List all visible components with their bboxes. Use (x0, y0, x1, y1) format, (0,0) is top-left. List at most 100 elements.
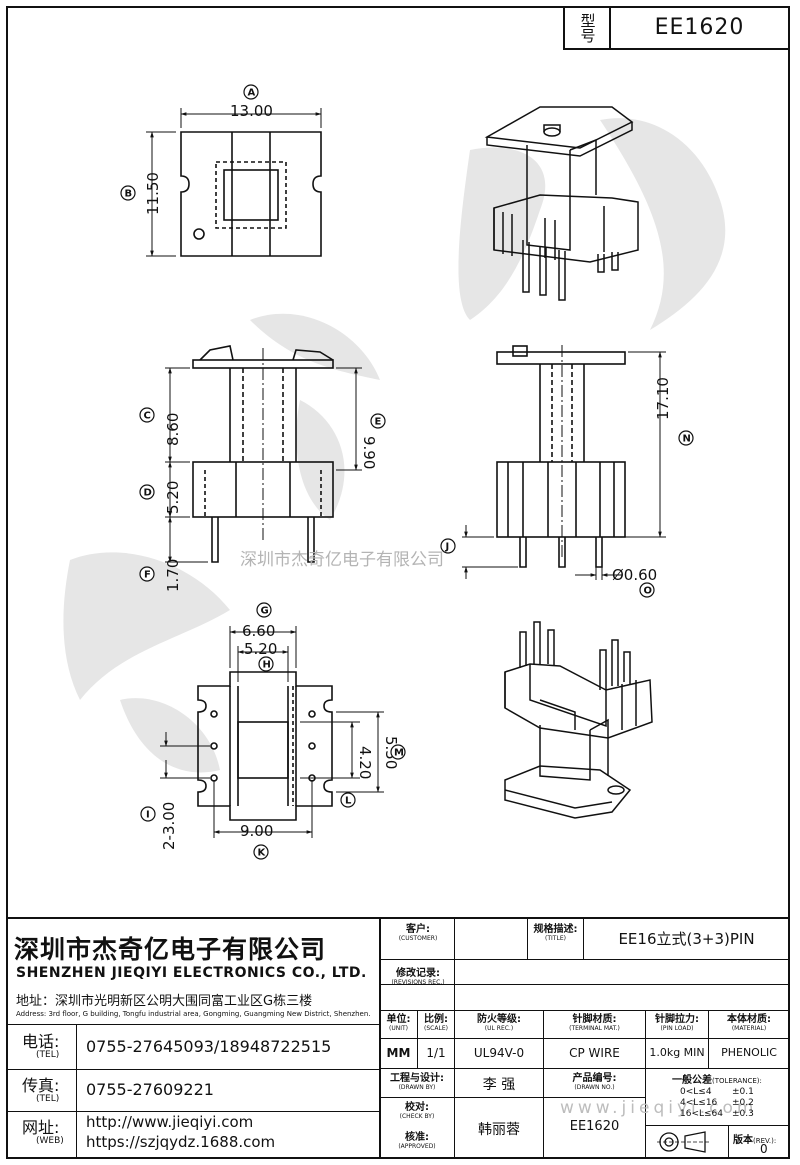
tel-value: 0755-27645093/18948722515 (86, 1037, 332, 1056)
tb-line-r3 (379, 1010, 790, 1011)
tb-v-rev (454, 959, 455, 1010)
model-header: 型号 EE1620 (563, 8, 788, 50)
material-header: 本体材质: (MATERIAL) (727, 1014, 771, 1032)
fax-value: 0755-27609221 (86, 1080, 214, 1099)
marker-e-circle (370, 413, 386, 429)
tb-line-left-3 (6, 1111, 379, 1112)
unit-header: 单位: (UNIT) (386, 1014, 411, 1032)
tb-line-tol (645, 1125, 790, 1126)
marker-i: I (146, 810, 150, 821)
drawn-no-value: EE1620 (569, 1119, 620, 1134)
rev-value: 0 (760, 1142, 768, 1156)
tb-v-title (583, 917, 584, 959)
approved-header: 核准: (APPROVED) (398, 1132, 436, 1150)
pinload-header: 针脚拉力: (PIN LOAD) (655, 1014, 699, 1032)
marker-b-circle (120, 185, 136, 201)
text-watermark: 深圳市杰奇亿电子有限公司 (240, 550, 444, 570)
marker-b: B (125, 189, 133, 200)
dim-i: 2-3.00 (160, 802, 178, 850)
web-label-en: (WEB) (36, 1136, 64, 1146)
customer-header: 客户: (CUSTOMER) (398, 924, 438, 942)
marker-m-circle (390, 744, 406, 760)
tb-line-left-2 (6, 1069, 379, 1070)
marker-f: F (144, 570, 151, 581)
address-cn: 地址：深圳市光明新区公明大围同富工业区G栋三楼 (16, 994, 313, 1009)
marker-o-circle (639, 582, 655, 598)
material-value: PHENOLIC (721, 1046, 777, 1059)
tel-label: 电话: (22, 1032, 60, 1051)
top-view (146, 108, 322, 257)
marker-n-circle (678, 430, 694, 446)
dim-d: 5.20 (164, 481, 182, 514)
drawn-header: 工程与设计: (DRAWN BY) (390, 1073, 444, 1091)
tb-line-r2 (379, 984, 790, 985)
dim-h: 5.20 (244, 640, 277, 658)
tb-line-r1 (379, 959, 790, 960)
ul-header: 防火等级: (UL REC.) (477, 1014, 521, 1032)
dim-a: 13.00 (230, 102, 273, 120)
marker-e: E (375, 417, 382, 428)
iso-view-top (484, 106, 639, 301)
marker-l: L (345, 796, 352, 807)
company-name-cn: 深圳市杰奇亿电子有限公司 (14, 935, 327, 964)
dim-l: 4.20 (356, 746, 374, 779)
terminal-header: 针脚材质: (TERMINAL MAT.) (569, 1014, 620, 1032)
marker-a: A (248, 88, 256, 99)
tb-v-2 (454, 1010, 455, 1159)
tolerance-table: 0<L≤4±0.1 4<L≤16±0.2 16<L≤64±0.3 (680, 1087, 754, 1120)
marker-g-circle (256, 602, 272, 618)
dim-k: 9.00 (240, 822, 273, 840)
fax-label: 传真: (22, 1076, 60, 1095)
marker-i-circle (140, 806, 156, 822)
unit-value: MM (386, 1046, 411, 1060)
approved-value: 韩丽蓉 (478, 1122, 520, 1138)
title-value: EE16立式(3+3)PIN (618, 930, 755, 948)
dim-f: 1.70 (164, 559, 182, 592)
tb-v-3 (543, 1010, 544, 1159)
marker-c: C (144, 411, 151, 422)
marker-n: N (683, 434, 691, 445)
tb-v-1 (417, 1010, 418, 1068)
tolerance-row: 4<L≤16±0.2 (680, 1098, 754, 1108)
tolerance-header: 一般公差(TOLERANCE): (672, 1075, 762, 1086)
tb-v-5 (708, 1010, 709, 1068)
marker-k: K (258, 848, 267, 859)
bottom-view (160, 626, 384, 838)
dim-o: Ø0.60 (612, 566, 657, 584)
drawn-value: 李 强 (482, 1077, 516, 1093)
tb-top-line (6, 917, 790, 919)
marker-f-circle (139, 566, 155, 582)
tb-v-4 (645, 1010, 646, 1159)
side-view (462, 345, 666, 580)
web-label: 网址: (22, 1118, 60, 1137)
tb-v-rev2 (728, 1125, 729, 1159)
tb-v-cust (454, 917, 455, 959)
marker-c-circle (139, 407, 155, 423)
dim-g: 6.60 (242, 622, 275, 640)
fax-label-en: (TEL) (36, 1094, 60, 1104)
tb-line-left-1 (6, 1024, 379, 1025)
brush-watermark (63, 118, 726, 773)
marker-j: J (445, 542, 450, 553)
marker-k-circle (253, 844, 269, 860)
marker-g: G (261, 606, 269, 617)
tb-line-r6 (379, 1097, 645, 1098)
title-header: 规格描述: (TITLE) (533, 924, 578, 942)
revisions-header: 修改记录: (REVISIONS REC.) (391, 968, 445, 986)
drawing-frame (6, 6, 790, 1159)
tolerance-row: 0<L≤4±0.1 (680, 1087, 754, 1097)
scale-value: 1/1 (426, 1046, 446, 1060)
terminal-value: CP WIRE (569, 1046, 620, 1060)
footer-watermark: www.jieqiyi.com (560, 1098, 758, 1118)
marker-h-circle (258, 656, 274, 672)
front-view (165, 345, 362, 563)
web-value-2[interactable]: https://szjqydz.1688.com (86, 1133, 276, 1151)
marker-d: D (144, 488, 152, 499)
iso-view-bottom (504, 621, 653, 819)
web-value-1[interactable]: http://www.jieqiyi.com (86, 1113, 254, 1131)
tb-line-r4 (379, 1038, 790, 1039)
marker-j-circle (440, 538, 456, 554)
marker-d-circle (139, 484, 155, 500)
technical-drawing: 13.00 11.50 A B (63, 84, 726, 860)
company-name-en: SHENZHEN JIEQIYI ELECTRONICS CO., LTD. (16, 965, 367, 981)
